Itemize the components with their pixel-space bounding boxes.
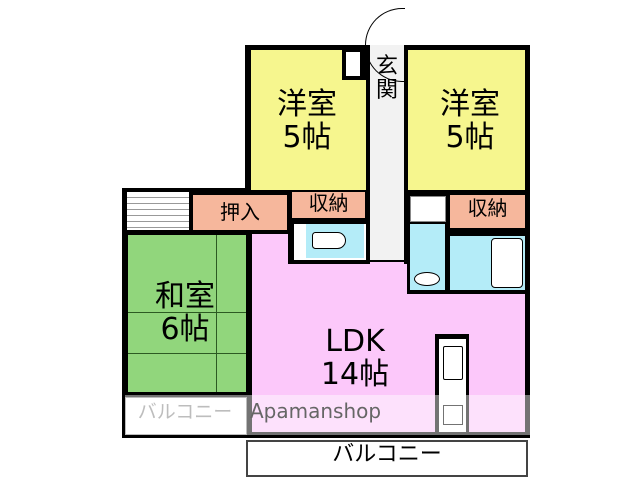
kitchen-sink-icon: [443, 346, 463, 380]
balcony-left-label: バルコニー: [137, 401, 233, 423]
balcony-left: [125, 397, 247, 435]
entrance-label-2: 関: [375, 78, 398, 104]
ldk-name: LDK: [325, 324, 385, 359]
japanese-room-label: 和室 6帖: [140, 280, 230, 346]
entrance-label-1: 玄: [375, 54, 398, 79]
sink-icon: [414, 272, 440, 286]
ldk-label: LDK 14帖: [300, 325, 410, 391]
western-right-name: 洋室: [440, 87, 500, 122]
toilet-icon: [312, 232, 346, 249]
stove-icon: [443, 405, 463, 425]
oshiire-label: 押入: [220, 200, 260, 224]
watermark-strip: [125, 395, 530, 435]
storage-left: [292, 192, 365, 218]
balcony-bottom: [246, 440, 528, 477]
storage-right-label: 収納: [467, 196, 508, 220]
closet-box-inner: [346, 52, 360, 76]
storage-right: [450, 195, 525, 228]
storage-left-label: 収納: [308, 191, 349, 215]
ldk-area-upper: [252, 234, 288, 264]
oshiire-closet: [193, 195, 287, 230]
japanese-room-size: 6帖: [160, 312, 210, 347]
washer-space: [410, 196, 446, 222]
balcony-slats: [127, 192, 189, 230]
ldk-area-corridor: [370, 262, 404, 296]
balcony-bottom-label: バルコニー: [332, 442, 442, 467]
bathtub-icon: [491, 238, 523, 288]
ldk-size: 14帖: [320, 357, 390, 392]
western-left-label: 洋室 5帖: [262, 88, 352, 154]
entrance-label: 玄 関: [372, 54, 402, 104]
western-left-size: 5帖: [282, 120, 332, 155]
western-right-size: 5帖: [445, 120, 495, 155]
watermark: Apamanshop: [250, 399, 382, 423]
western-right-label: 洋室 5帖: [425, 88, 515, 154]
japanese-room-name: 和室: [155, 279, 215, 314]
japanese-room: [128, 235, 246, 392]
western-room-right: [408, 50, 525, 190]
western-left-name: 洋室: [277, 87, 337, 122]
